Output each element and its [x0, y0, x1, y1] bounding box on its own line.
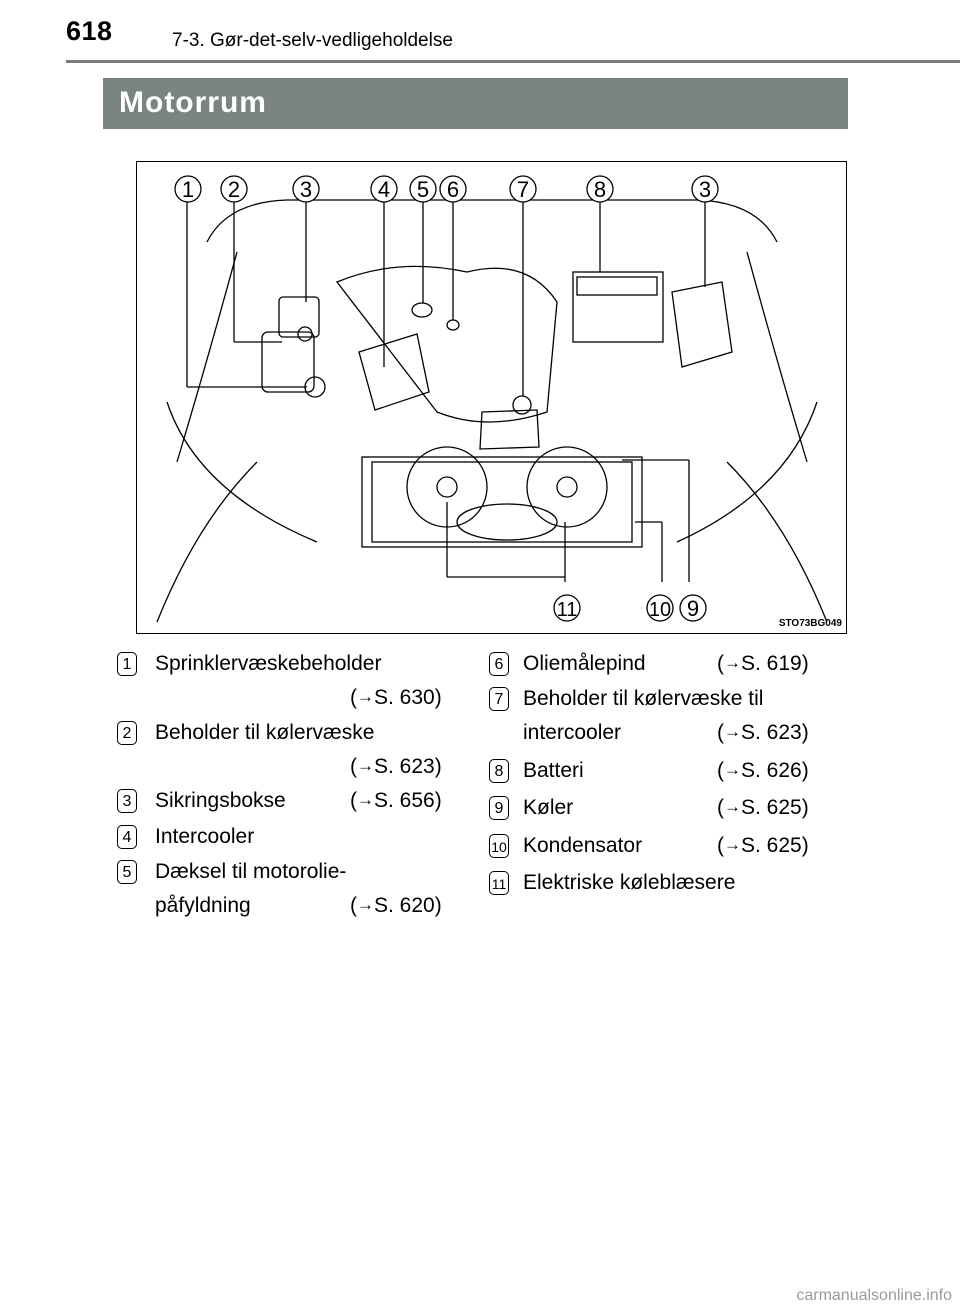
callout-8: 8	[586, 175, 614, 203]
section-title: Motorrum	[119, 86, 267, 119]
watermark: carmanualsonline.info	[796, 1287, 952, 1304]
svg-text:10: 10	[649, 599, 671, 621]
svg-text:3: 3	[300, 177, 312, 202]
chapter-title: 7-3. Gør-det-selv-vedligeholdelse	[172, 30, 453, 51]
ref-link-5[interactable]: (→S. 620)	[350, 894, 442, 917]
svg-text:4: 4	[378, 177, 390, 202]
section-header: Motorrum	[103, 78, 848, 129]
svg-text:1: 1	[182, 177, 194, 202]
ref-link-10[interactable]: (→S. 625)	[717, 834, 809, 857]
engine-compartment-figure: 1 2 3 4 5 6 7 8 3 9 10 11 STO73BG049	[136, 161, 847, 634]
ref-link-2[interactable]: (→S. 623)	[350, 755, 442, 778]
callout-4: 4	[370, 175, 398, 203]
svg-text:6: 6	[447, 177, 459, 202]
ref-link-3[interactable]: (→S. 656)	[350, 789, 442, 812]
callout-2: 2	[220, 175, 248, 203]
callout-1: 1	[174, 175, 202, 203]
callout-6: 6	[439, 175, 467, 203]
ref-link-7[interactable]: (→S. 623)	[717, 721, 809, 744]
callout-9: 9	[679, 594, 707, 622]
callout-3: 3	[292, 175, 320, 203]
figure-code: STO73BG049	[778, 618, 842, 629]
engine-illustration: 1 2 3 4 5 6 7 8 3 9 10 11	[156, 175, 828, 623]
svg-text:7: 7	[517, 177, 529, 202]
svg-text:2: 2	[228, 177, 240, 202]
callout-7: 7	[509, 175, 537, 203]
callout-5: 5	[409, 175, 437, 203]
callout-3b: 3	[691, 175, 719, 203]
callout-10: 10	[646, 594, 674, 622]
svg-text:9: 9	[687, 596, 699, 621]
ref-link-8[interactable]: (→S. 626)	[717, 759, 809, 782]
callout-11: 11	[553, 594, 581, 622]
svg-text:3: 3	[699, 177, 711, 202]
page-number: 618	[66, 16, 113, 46]
header-rule	[66, 60, 960, 63]
svg-text:11: 11	[557, 599, 578, 621]
svg-text:5: 5	[417, 177, 429, 202]
ref-link-1[interactable]: (→S. 630)	[350, 686, 442, 709]
ref-link-6[interactable]: (→S. 619)	[717, 652, 809, 675]
ref-link-9[interactable]: (→S. 625)	[717, 796, 809, 819]
svg-text:8: 8	[594, 177, 606, 202]
